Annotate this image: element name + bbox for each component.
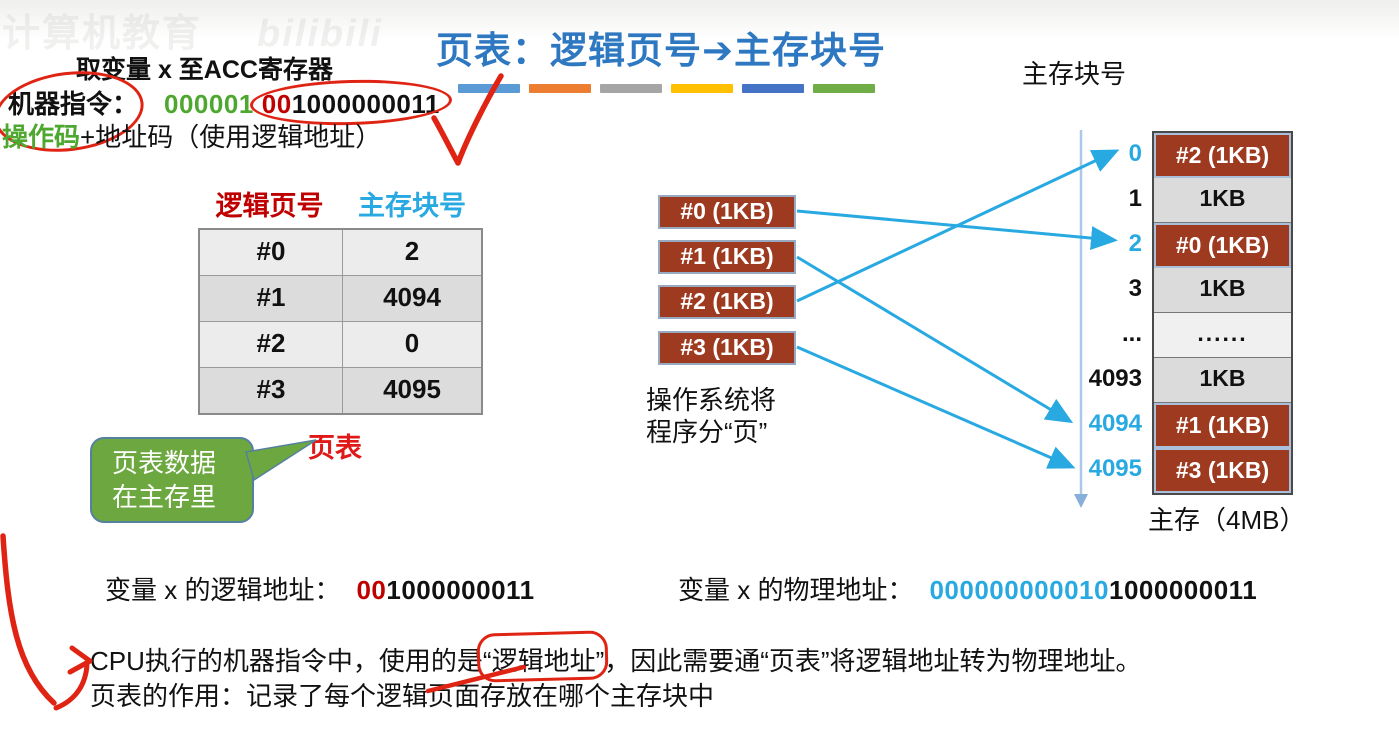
memory-block-label: 1 [1128, 185, 1142, 212]
memory-block-label: 4094 [1088, 410, 1142, 437]
memory-caption: 主存（4MB） [1148, 505, 1306, 535]
offset-bits: 1000000011 [291, 89, 440, 119]
red-cpu-arrow-tail [53, 661, 90, 711]
bubble-text-line2: 在主存里 [112, 482, 217, 512]
machine-instruction: 机器指令： 000001 001000000011 [8, 84, 440, 121]
footer-circled-term: “逻辑地址” [483, 641, 604, 678]
watermark-cn: 计算机教育 [2, 13, 203, 55]
page-table-row: #0 2 [200, 230, 481, 276]
footer-line2: 页表的作用：记录了每个逻辑页面存放在哪个主存块中 [90, 681, 715, 711]
address-code-label: +地址码（使用逻辑地址） [80, 122, 382, 152]
memory-cell: ...... [1154, 313, 1291, 358]
watermark: 计算机教育 bilibili [2, 2, 383, 57]
logical-address-label: 变量 x 的逻辑地址： [105, 575, 341, 605]
page-table-headers: 逻辑页号 主存块号 [198, 184, 483, 223]
physical-offset-bits: 1000000011 [1108, 575, 1258, 605]
red-margin-curve [0, 533, 57, 706]
memory-cell: #0 (1KB) [1154, 223, 1291, 268]
memory-cell: #1 (1KB) [1154, 403, 1291, 448]
logical-offset-bits: 1000000011 [386, 575, 535, 605]
page-table: #0 2 #1 4094 #2 0 #3 4095 [198, 228, 483, 415]
machine-instruction-label: 机器指令： [8, 84, 138, 121]
footer-line1-pre: CPU执行的机器指令中，使用的是 [90, 646, 483, 676]
opcode-bits: 000001 [164, 89, 254, 119]
memory-block-label: 4095 [1088, 455, 1142, 482]
opcode-addr-note: 操作码+地址码（使用逻辑地址） [2, 117, 381, 154]
page-table-row: #2 0 [200, 322, 481, 368]
accent-bar [529, 84, 591, 93]
accent-bars [458, 84, 875, 93]
accent-bar [742, 84, 804, 93]
memory-cell: 1KB [1154, 358, 1291, 403]
logical-address-bits: 001000000011 [356, 575, 534, 606]
mapping-arrow-p3-b4095 [796, 345, 1076, 469]
footer-line1-post: ，因此需要通“页表”将逻辑地址转为物理地址。 [604, 646, 1142, 676]
page-title: 页表：逻辑页号➔主存块号 [436, 30, 887, 71]
bubble-text-line1: 页表数据 [112, 448, 217, 478]
physical-block-bits: 000000000010 [929, 575, 1109, 605]
os-note-line2: 程序分“页” [646, 417, 768, 447]
os-note: 操作系统将 程序分“页” [646, 384, 776, 448]
footer-line1: CPU执行的机器指令中，使用的是“逻辑地址”，因此需要通“页表”将逻辑地址转为物… [90, 641, 1142, 678]
page-table-row: #3 4095 [200, 368, 481, 413]
page-table-header-logical: 逻辑页号 [215, 191, 324, 221]
block-cell: 4095 [383, 374, 441, 404]
accent-bar [671, 84, 733, 93]
memory-block-label: 0 [1128, 140, 1142, 167]
memory-cell: #3 (1KB) [1154, 448, 1291, 493]
bilibili-logo: bilibili [257, 13, 383, 55]
red-cpu-arrowhead [67, 645, 93, 675]
memory-block-label: 3 [1128, 275, 1142, 302]
accent-bar [600, 84, 662, 93]
memory-cell: #2 (1KB) [1154, 133, 1291, 178]
mapping-arrow-p1-b4094 [796, 255, 1074, 424]
physical-address-label: 变量 x 的物理地址： [678, 575, 914, 605]
page-cell: #0 [200, 230, 343, 275]
page-cell: #3 [200, 368, 343, 413]
logical-page-bits: 00 [356, 575, 387, 605]
process-page-box: #2 (1KB) [658, 285, 796, 319]
address-bits: 001000000011 [262, 89, 440, 120]
accent-bar [458, 84, 520, 93]
page-cell: #2 [200, 322, 343, 367]
block-cell: 2 [404, 236, 420, 266]
logical-address-line: 变量 x 的逻辑地址： 001000000011 [105, 570, 535, 607]
main-memory-table: #2 (1KB) 1KB #0 (1KB) 1KB ...... 1KB #1 … [1152, 131, 1293, 495]
page-number-bits: 00 [261, 89, 292, 119]
accent-bar [813, 84, 875, 93]
memory-axis-arrowhead [1074, 494, 1088, 508]
memory-block-label: 2 [1128, 230, 1142, 257]
process-page-box: #0 (1KB) [658, 195, 796, 229]
memory-header: 主存块号 [1022, 59, 1127, 89]
speech-bubble: 页表数据 在主存里 [90, 437, 254, 523]
physical-address-bits: 0000000000101000000011 [929, 575, 1257, 606]
memory-cell: 1KB [1154, 178, 1291, 223]
memory-cell: 1KB [1154, 268, 1291, 313]
page-table-row: #1 4094 [200, 276, 481, 322]
block-cell: 4094 [383, 282, 441, 312]
bubble-tail [245, 439, 317, 482]
memory-block-label: 4093 [1088, 365, 1142, 392]
block-cell: 0 [404, 328, 420, 358]
process-page-box: #3 (1KB) [658, 331, 796, 365]
page-table-header-block: 主存块号 [358, 191, 466, 221]
opcode-label: 操作码 [2, 122, 81, 152]
process-page-box: #1 (1KB) [658, 240, 796, 274]
page-table-caption: 页表 [308, 433, 362, 463]
os-note-line1: 操作系统将 [646, 385, 777, 415]
memory-block-label: ... [1121, 320, 1142, 347]
physical-address-line: 变量 x 的物理地址： 0000000000101000000011 [678, 570, 1257, 607]
page-cell: #1 [200, 276, 343, 321]
